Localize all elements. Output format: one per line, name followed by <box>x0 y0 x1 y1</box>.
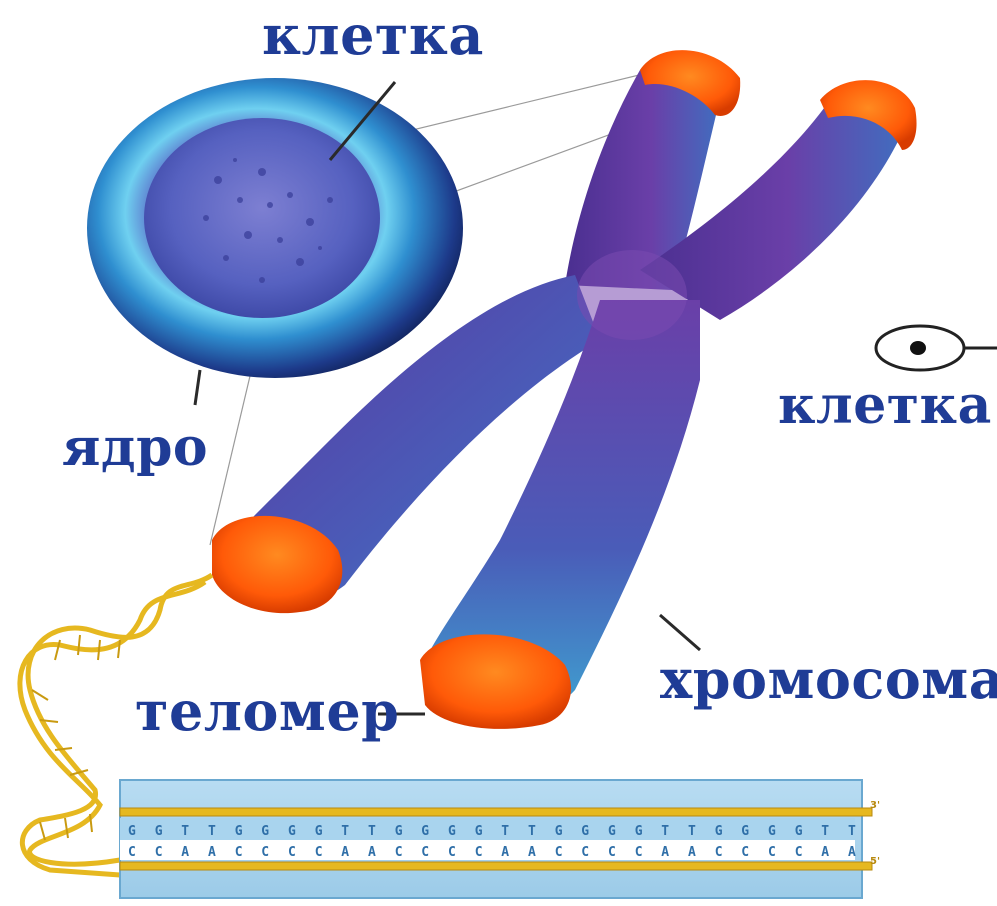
telomere-sequence-box: G G T T G G G G T T G G G G T T G G G G T T G G G G T T C C A A C C C C A A C… <box>120 780 872 898</box>
bottom-strand-base: C <box>715 845 723 860</box>
top-strand-base: G <box>288 824 296 839</box>
label-telomere: теломер <box>135 684 399 738</box>
label-cell-right: клетка <box>778 380 992 432</box>
small-cell-icon <box>876 326 997 370</box>
top-strand-base: T <box>341 824 349 839</box>
top-strand-base: T <box>821 824 829 839</box>
bottom-strand-base: C <box>795 845 803 860</box>
top-strand-base: G <box>155 824 163 839</box>
bottom-strand-base: A <box>181 845 189 860</box>
top-strand-base: G <box>768 824 776 839</box>
bottom-strand-base: C <box>475 845 483 860</box>
label-cell-top: клетка <box>262 8 484 62</box>
top-strand-base: G <box>235 824 243 839</box>
bottom-strand-base: A <box>688 845 696 860</box>
top-strand-base: G <box>395 824 403 839</box>
bottom-strand-base: C <box>741 845 749 860</box>
top-strand-base: G <box>795 824 803 839</box>
bottom-strand-base: C <box>155 845 163 860</box>
bottom-strand-base: A <box>208 845 216 860</box>
bottom-strand-base: A <box>528 845 536 860</box>
top-strand-base: G <box>555 824 563 839</box>
nucleus-shape <box>144 118 380 318</box>
bottom-strand-base: A <box>341 845 349 860</box>
bottom-strand-base: C <box>448 845 456 860</box>
bottom-strand-base: C <box>555 845 563 860</box>
top-strand-base: G <box>128 824 136 839</box>
top-strand-base: T <box>688 824 696 839</box>
bottom-strand-base: A <box>821 845 829 860</box>
top-strand-base: G <box>715 824 723 839</box>
bottom-strand-base: C <box>768 845 776 860</box>
bottom-strand-base: A <box>501 845 509 860</box>
bottom-strand-base: C <box>608 845 616 860</box>
bottom-strand-base: C <box>261 845 269 860</box>
bottom-strand-base: C <box>315 845 323 860</box>
bottom-strand-base: C <box>128 845 136 860</box>
bottom-strand-base: C <box>288 845 296 860</box>
top-strand-base: T <box>501 824 509 839</box>
bottom-strand-base: C <box>635 845 643 860</box>
cell-illustration <box>87 78 463 405</box>
top-strand-base: G <box>475 824 483 839</box>
label-chromosome: хромосома <box>660 652 997 706</box>
top-strand-base: G <box>315 824 323 839</box>
top-strand-base: T <box>661 824 669 839</box>
bottom-strand-base: A <box>848 845 856 860</box>
bottom-strand-backbone <box>120 862 872 870</box>
top-strand-base: G <box>741 824 749 839</box>
bottom-strand-base: C <box>395 845 403 860</box>
top-strand-base: G <box>608 824 616 839</box>
top-strand-base: G <box>635 824 643 839</box>
top-strand-base: T <box>368 824 376 839</box>
top-strand-base: T <box>848 824 856 839</box>
top-strand-base: T <box>208 824 216 839</box>
top-strand-base: G <box>421 824 429 839</box>
bottom-strand-base: C <box>581 845 589 860</box>
bottom-strand-base: C <box>235 845 243 860</box>
top-strand-base: T <box>528 824 536 839</box>
strand-end-top: 3' <box>870 800 880 811</box>
bottom-strand-base: A <box>661 845 669 860</box>
bottom-strand-base: A <box>368 845 376 860</box>
strand-end-bottom: 5' <box>870 856 880 867</box>
top-strand-base: G <box>448 824 456 839</box>
top-strand-base: G <box>581 824 589 839</box>
top-strand-base: T <box>181 824 189 839</box>
label-nucleus: ядро <box>62 422 208 474</box>
top-strand-backbone <box>120 808 872 816</box>
top-strand-base: G <box>261 824 269 839</box>
bottom-strand-base: C <box>421 845 429 860</box>
